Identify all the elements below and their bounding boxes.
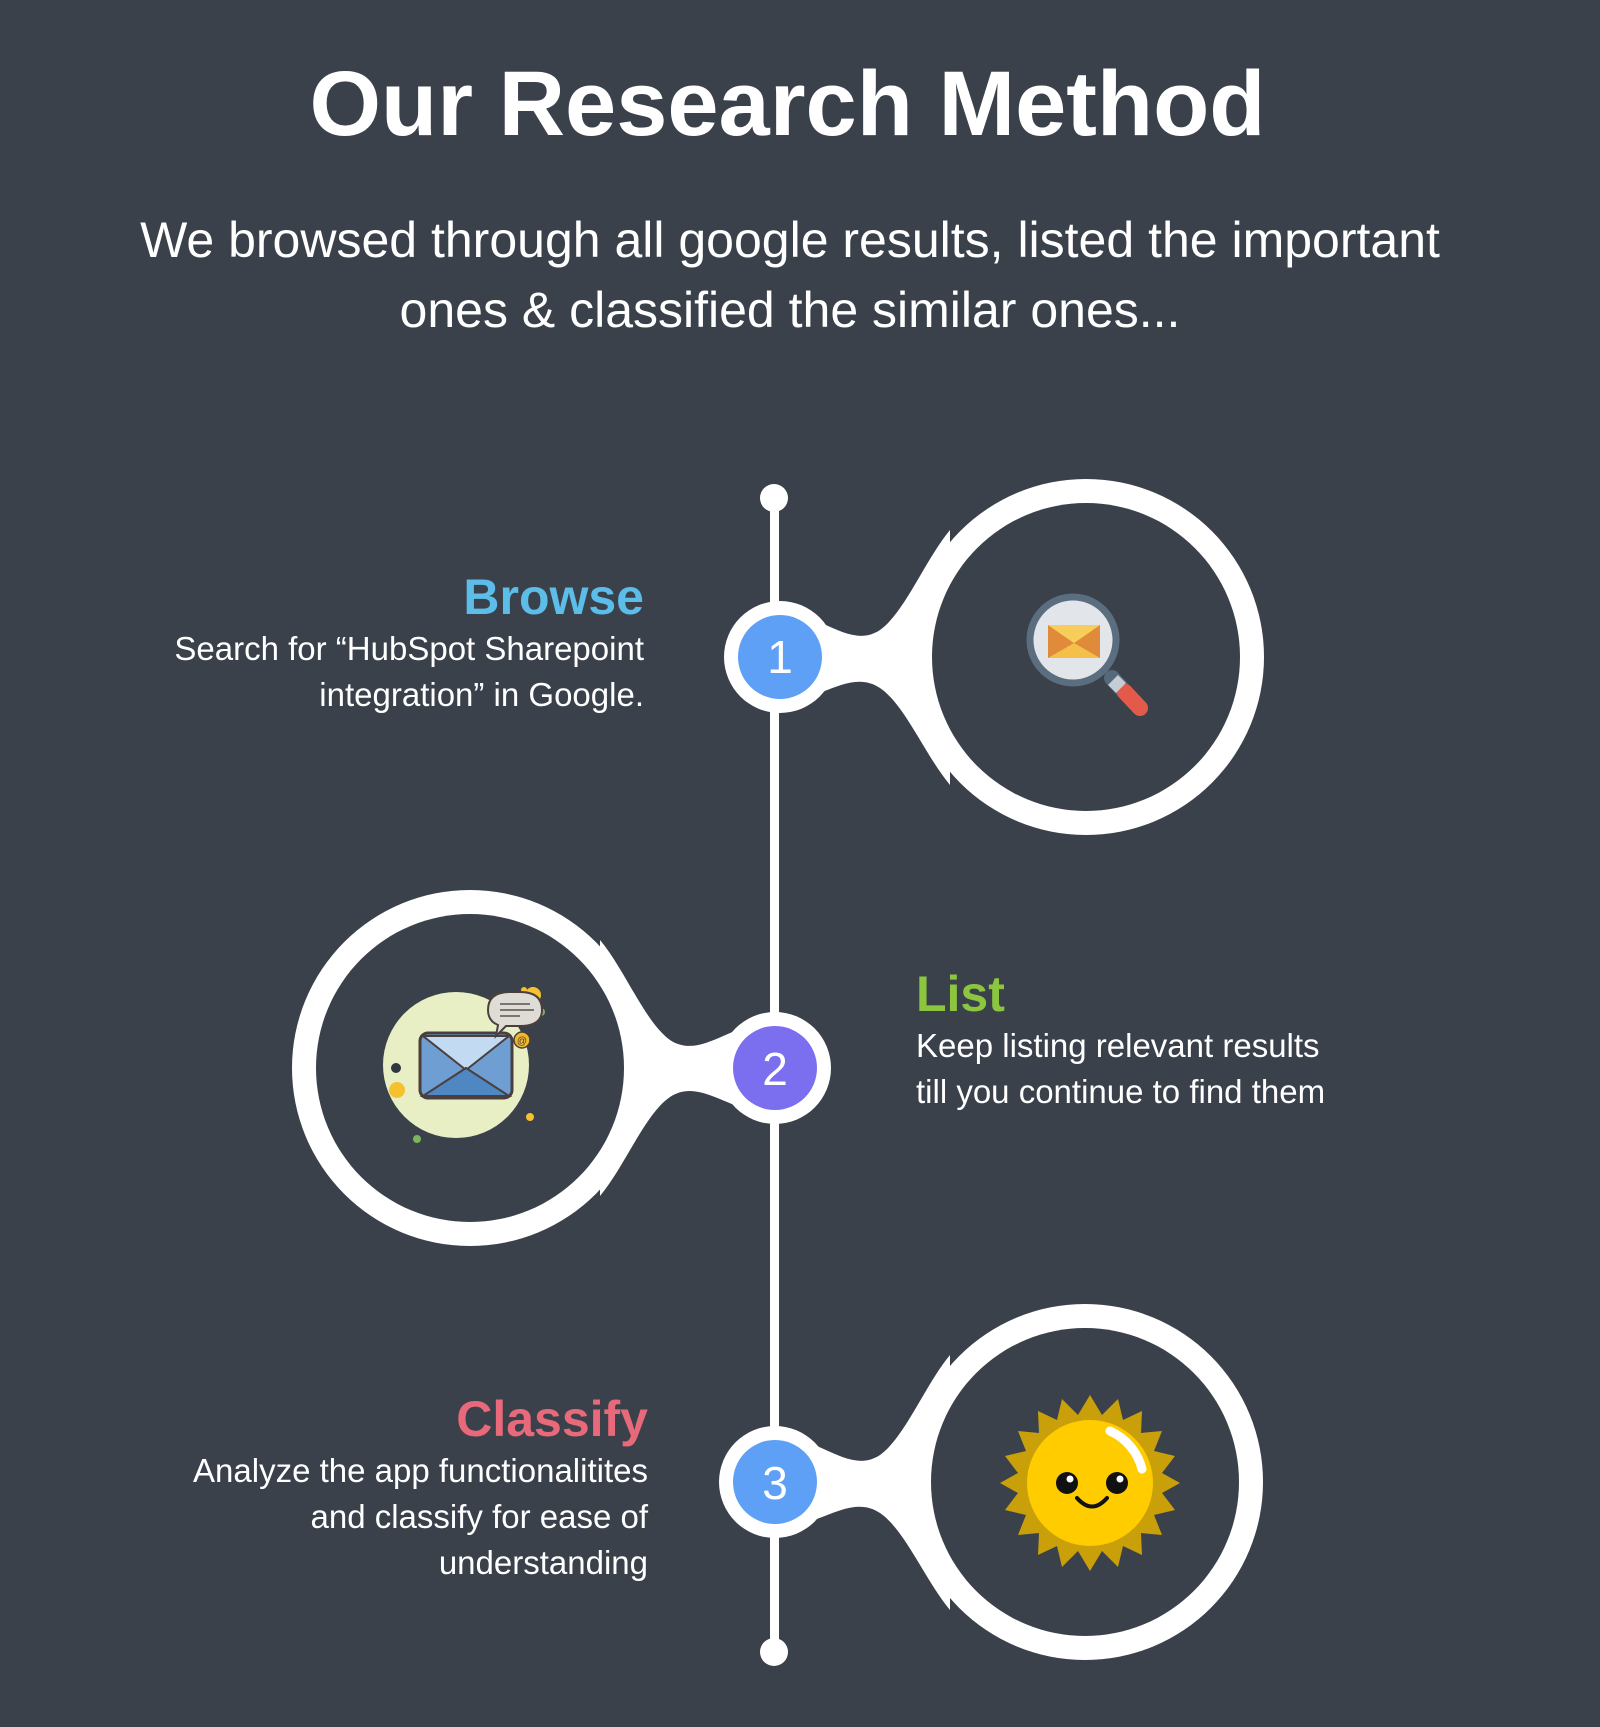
- step-3-graphic: [719, 1304, 1263, 1660]
- step-3-number: 3: [762, 1457, 788, 1509]
- subtitle-line: We browsed through all google results, l…: [140, 212, 1440, 268]
- step-2-description: Keep listing relevant results till you c…: [916, 1023, 1516, 1115]
- timeline-start-dot: [760, 484, 788, 512]
- step-2-connector: [600, 940, 770, 1196]
- step-2-number: 2: [762, 1043, 788, 1095]
- step-3-description-line: Analyze the app functionalitites: [193, 1452, 648, 1489]
- step-2-node: [733, 1026, 817, 1110]
- step-3-description-line: and classify for ease of: [310, 1498, 648, 1535]
- step-2-description-line: till you continue to find them: [916, 1073, 1326, 1110]
- step-2-description-line: Keep listing relevant results: [916, 1027, 1320, 1064]
- step-3-connector: [780, 1355, 950, 1610]
- step-3-description-line: understanding: [438, 1544, 648, 1581]
- step-1-description: Search for “HubSpot Sharepoint integrati…: [60, 626, 644, 718]
- timeline-end-dot: [760, 1638, 788, 1666]
- step-1-node: [738, 615, 822, 699]
- step-1-text: Browse Search for “HubSpot Sharepoint in…: [60, 568, 644, 718]
- step-1-heading: Browse: [463, 569, 644, 625]
- smiling-sun-icon: [1000, 1395, 1180, 1571]
- step-1-description-line: Search for “HubSpot Sharepoint: [174, 630, 644, 667]
- step-3-description: Analyze the app functionalitites and cla…: [60, 1448, 648, 1586]
- envelope-chat-icon: @: [383, 987, 545, 1143]
- step-2-text: List Keep listing relevant results till …: [916, 965, 1516, 1115]
- svg-text:@: @: [517, 1036, 527, 1047]
- page-title: Our Research Method: [309, 53, 1266, 155]
- step-3-text: Classify Analyze the app functionalitite…: [60, 1390, 648, 1586]
- subtitle-line: ones & classified the similar ones...: [399, 282, 1181, 338]
- step-1-number: 1: [767, 631, 793, 683]
- step-3-node: [733, 1440, 817, 1524]
- step-2-heading: List: [916, 966, 1005, 1022]
- magnifier-envelope-icon: [1026, 593, 1148, 716]
- step-1-description-line: integration” in Google.: [319, 676, 644, 713]
- page-subtitle: We browsed through all google results, l…: [40, 205, 1540, 345]
- step-2-graphic: @: [292, 890, 831, 1246]
- step-1-graphic: [724, 479, 1264, 835]
- step-3-heading: Classify: [456, 1391, 648, 1447]
- step-1-connector: [780, 530, 950, 785]
